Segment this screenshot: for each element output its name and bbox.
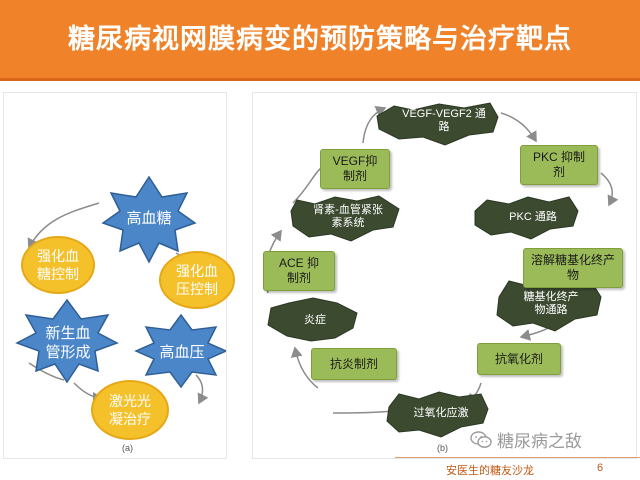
oval-laser-therapy: 激光光凝治疗 (91, 380, 169, 440)
footer-divider (395, 457, 640, 458)
panel-a-label: (a) (122, 443, 133, 453)
panel-a: 高血糖 新生血管形成 高血压 强化血糖控制 强化血压控制 激光光凝治疗 (a) (3, 92, 235, 459)
wechat-icon (470, 430, 492, 448)
star-vegf-pathway: VEGF-VEGF2 通路 (402, 108, 486, 133)
star-shape (267, 297, 358, 342)
panel-a-canvas (15, 175, 226, 405)
footer: 安医生的糖友沙龙 6 (0, 457, 640, 480)
star-pkc-pathway: PKC 通路 (509, 210, 557, 223)
box-antioxidant: 抗氧化剂 (477, 343, 561, 375)
cycle-arrow (28, 362, 65, 381)
cycle-arrow (332, 410, 394, 414)
cycle-arrow (195, 374, 209, 405)
cycle-arrow (292, 167, 322, 204)
star-shape (15, 298, 119, 384)
star-shape (474, 196, 579, 240)
star-shape (386, 391, 489, 438)
page-number: 6 (597, 462, 604, 474)
box-pkc-inhibitor: PKC 抑制剂 (520, 145, 598, 185)
box-vegf-inhibitor: VEGF抑制剂 (320, 149, 390, 189)
box-age-dissolver: 溶解糖基化终产物 (523, 248, 623, 288)
star-ras: 肾素-血管紧张素系统 (313, 204, 383, 229)
star-age-pathway: 糖基化终产物通路 (523, 291, 579, 316)
star-shape (290, 195, 400, 242)
cycle-arrow (27, 202, 100, 250)
title-bar: 糖尿病视网膜病变的预防策略与治疗靶点 (0, 0, 640, 81)
panel-b-canvas (264, 102, 619, 438)
box-anti-inflammatory: 抗炎制剂 (311, 348, 397, 380)
star-hyperglycemia: 高血糖 (126, 209, 172, 227)
oval-glucose-control: 强化血糖控制 (21, 236, 95, 294)
cycle-arrow (362, 105, 387, 144)
panel-b: VEGF抑制剂 PKC 抑制剂 ACE 抑制剂 溶解糖基化终产物 抗炎制剂 抗氧… (252, 92, 637, 459)
star-oxidative-stress: 过氧化应激 (413, 406, 469, 419)
box-ace-inhibitor: ACE 抑制剂 (263, 251, 335, 291)
cycle-arrow (600, 172, 619, 207)
star-neovascularization: 新生血管形成 (45, 325, 91, 361)
oval-bp-control: 强化血压控制 (159, 251, 235, 309)
panel-b-label: (b) (437, 443, 448, 453)
star-inflammation: 炎症 (304, 313, 326, 326)
star-shape (376, 102, 499, 146)
page-title: 糖尿病视网膜病变的预防策略与治疗靶点 (68, 24, 572, 54)
watermark-text: 糖尿病之敌 (497, 432, 582, 451)
footer-text: 安医生的糖友沙龙 (446, 465, 534, 477)
watermark: 糖尿病之敌 (470, 427, 582, 452)
star-shape (134, 313, 226, 389)
star-shape (101, 175, 197, 264)
star-hypertension: 高血压 (159, 343, 205, 361)
cycle-arrow (500, 112, 537, 143)
cycle-arrow (290, 346, 319, 389)
